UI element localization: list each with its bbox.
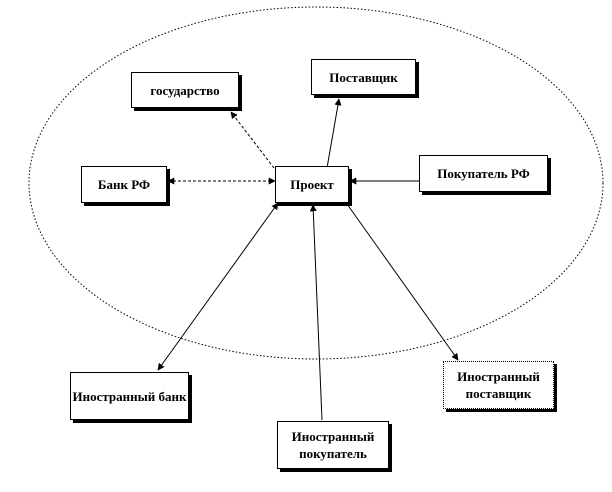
connector-project-supplier <box>326 98 342 169</box>
node-state: государство <box>131 72 239 108</box>
node-state-label: государство <box>150 82 220 98</box>
node-foreign-supplier-label: Иностранный поставщик <box>457 369 540 401</box>
node-supplier-label: Поставщик <box>329 69 398 85</box>
node-foreign-bank: Иностранный банк <box>70 372 189 420</box>
system-boundary-ellipse <box>28 6 604 360</box>
node-bank-rf-label: Банк РФ <box>97 177 151 192</box>
node-project: Проект <box>275 166 349 203</box>
node-foreign-bank-label: Иностранный банк <box>72 388 187 404</box>
node-project-label: Проект <box>290 177 334 192</box>
node-foreign-buyer: Иностранный покупатель <box>277 421 389 469</box>
connector-project-state <box>230 111 275 169</box>
node-supplier: Поставщик <box>311 59 416 95</box>
node-foreign-supplier: Иностранный поставщик <box>443 361 554 409</box>
node-bank-rf: Банк РФ <box>81 166 167 203</box>
node-buyer-rf: Покупатель РФ <box>419 155 548 192</box>
connector-project-foreignsupplier <box>346 203 459 361</box>
node-foreign-buyer-label: Иностранный покупатель <box>291 429 375 461</box>
connector-foreignbank-project <box>157 202 279 371</box>
node-buyer-rf-label: Покупатель РФ <box>437 166 530 181</box>
connector-foreignbuyer-project <box>309 204 323 421</box>
